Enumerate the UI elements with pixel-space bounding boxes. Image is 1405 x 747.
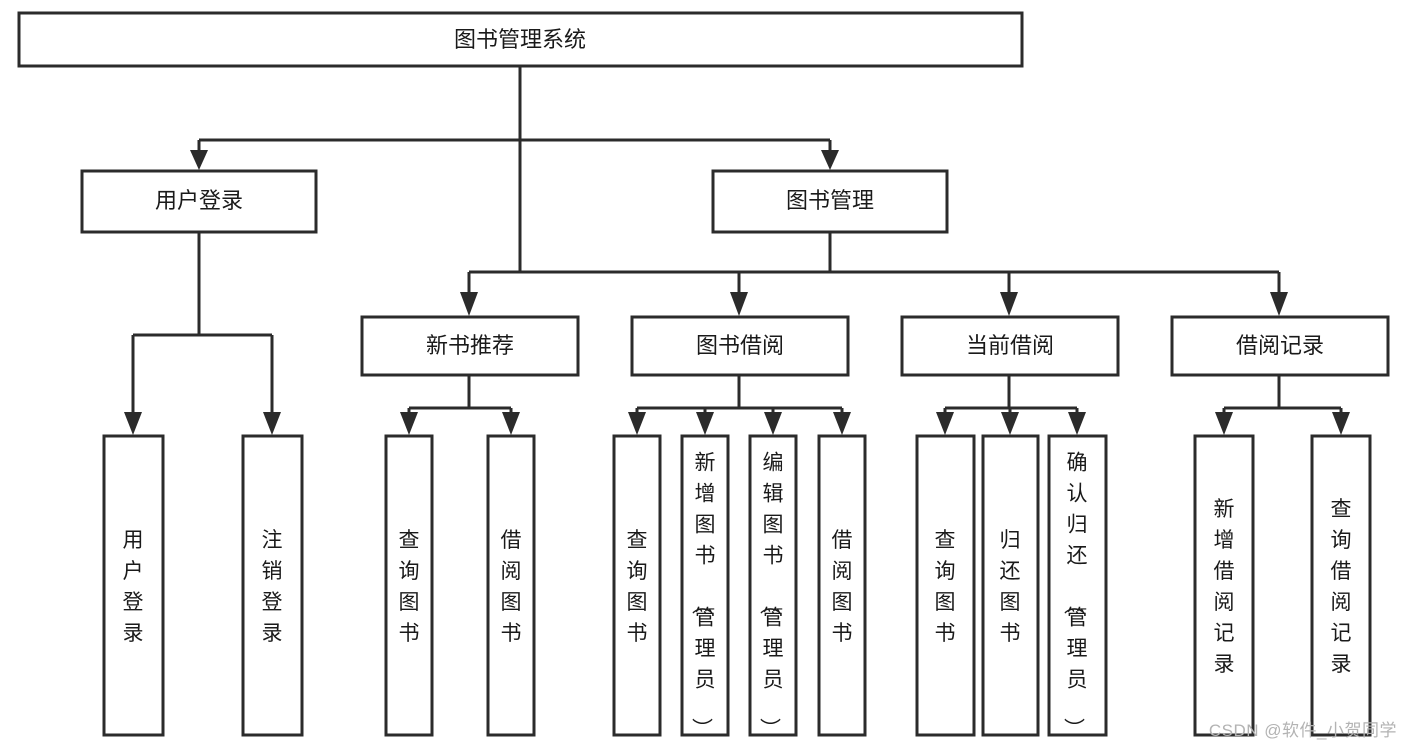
- arrowhead-record-leaf-1: [1215, 412, 1233, 435]
- arrowhead-newbook-leaf-2: [502, 412, 520, 435]
- leaf-borrow-book-label: 借阅图书: [832, 529, 853, 645]
- connector-group-book-management: [460, 232, 1288, 316]
- leaf-node-query-book-current[interactable]: 查询图书: [915, 434, 976, 737]
- leaf-confirm-return-box[interactable]: [1047, 434, 1108, 737]
- arrowhead-record-leaf-2: [1332, 412, 1350, 435]
- arrowhead-current-leaf-3: [1068, 412, 1086, 435]
- node-user-login-box[interactable]: [80, 169, 318, 234]
- node-book-borrow-box[interactable]: [630, 315, 850, 377]
- leaf-query-book-borrow-box[interactable]: [612, 434, 662, 737]
- node-borrow-record[interactable]: 借阅记录: [1170, 315, 1390, 377]
- connector-group-borrow-record: [1215, 375, 1350, 435]
- leaf-query-book-current-box[interactable]: [915, 434, 976, 737]
- leaf-borrow-book-recommend-box[interactable]: [486, 434, 536, 737]
- connector-group-current-borrow: [936, 375, 1086, 435]
- leaf-query-book-current-label: 查询图书: [935, 529, 956, 645]
- leaf-node-query-book-borrow[interactable]: 查询图书: [612, 434, 662, 737]
- node-borrow-record-box[interactable]: [1170, 315, 1390, 377]
- leaf-user-logout-label: 注销登录: [262, 529, 283, 645]
- leaf-node-borrow-book-recommend[interactable]: 借阅图书: [486, 434, 536, 737]
- leaf-query-borrow-record-box[interactable]: [1310, 434, 1372, 737]
- leaf-node-confirm-return[interactable]: 确认归还（管理员）: [1047, 434, 1108, 739]
- arrowhead-user-leaf-2: [263, 412, 281, 435]
- leaf-borrow-book-recommend-label: 借阅图书: [501, 529, 522, 645]
- arrowhead-root-to-user: [190, 150, 208, 170]
- leaf-add-book-box[interactable]: [680, 434, 730, 737]
- leaf-confirm-return-label: 确认归还（管理员）: [1062, 452, 1088, 739]
- node-new-book-recommend[interactable]: 新书推荐: [360, 315, 580, 377]
- node-new-book-recommend-box[interactable]: [360, 315, 580, 377]
- connector-group-new-book: [400, 375, 520, 435]
- connector-group-root: [190, 66, 839, 272]
- node-current-borrow-label: 当前借阅: [966, 333, 1054, 358]
- leaf-node-edit-book[interactable]: 编辑图书（管理员）: [748, 434, 798, 739]
- arrowhead-book-child-1: [460, 292, 478, 316]
- node-book-management[interactable]: 图书管理: [711, 169, 949, 234]
- arrowhead-book-child-2: [730, 292, 748, 316]
- node-book-management-label: 图书管理: [786, 188, 874, 213]
- leaf-return-book-label: 归还图书: [1000, 529, 1021, 645]
- node-root-label: 图书管理系统: [454, 27, 586, 52]
- arrowhead-borrow-leaf-2: [696, 412, 714, 435]
- leaf-user-login-label: 用户登录: [123, 529, 144, 645]
- leaf-edit-book-box[interactable]: [748, 434, 798, 737]
- leaf-query-borrow-record-label: 查询借阅记录: [1331, 498, 1352, 676]
- leaf-user-logout-box[interactable]: [241, 434, 304, 737]
- arrowhead-borrow-leaf-4: [833, 412, 851, 435]
- arrowhead-root-to-book: [821, 150, 839, 170]
- leaf-query-book-borrow-label: 查询图书: [627, 529, 648, 645]
- leaf-query-book-recommend-label: 查询图书: [399, 529, 420, 645]
- leaf-edit-book-label: 编辑图书（管理员）: [758, 452, 784, 739]
- node-user-login[interactable]: 用户登录: [80, 169, 318, 234]
- leaf-add-borrow-record-label: 新增借阅记录: [1214, 498, 1235, 676]
- leaf-node-user-logout[interactable]: 注销登录: [241, 434, 304, 737]
- arrowhead-user-leaf-1: [124, 412, 142, 435]
- node-current-borrow[interactable]: 当前借阅: [900, 315, 1120, 377]
- node-book-management-box[interactable]: [711, 169, 949, 234]
- arrowhead-book-child-4: [1270, 292, 1288, 316]
- node-borrow-record-label: 借阅记录: [1236, 333, 1324, 358]
- leaf-borrow-book-box[interactable]: [817, 434, 867, 737]
- leaf-add-book-label: 新增图书（管理员）: [690, 452, 716, 739]
- leaf-node-query-borrow-record[interactable]: 查询借阅记录: [1310, 434, 1372, 737]
- arrowhead-current-leaf-1: [936, 412, 954, 435]
- csdn-watermark: CSDN @软件_小贺同学: [1208, 721, 1397, 740]
- leaf-node-return-book[interactable]: 归还图书: [981, 434, 1040, 737]
- leaf-node-borrow-book[interactable]: 借阅图书: [817, 434, 867, 737]
- leaf-add-borrow-record-box[interactable]: [1193, 434, 1255, 737]
- leaf-node-query-book-recommend[interactable]: 查询图书: [384, 434, 434, 737]
- node-root[interactable]: 图书管理系统: [17, 11, 1024, 68]
- node-new-book-recommend-label: 新书推荐: [426, 333, 514, 358]
- arrowhead-current-leaf-2: [1001, 412, 1019, 435]
- node-book-borrow[interactable]: 图书借阅: [630, 315, 850, 377]
- leaf-user-login-box[interactable]: [102, 434, 165, 737]
- arrowhead-newbook-leaf-1: [400, 412, 418, 435]
- arrowhead-book-child-3: [1000, 292, 1018, 316]
- connector-group-book-borrow: [628, 375, 851, 435]
- leaf-node-add-book[interactable]: 新增图书（管理员）: [680, 434, 730, 739]
- node-root-box[interactable]: [17, 11, 1024, 68]
- leaf-return-book-box[interactable]: [981, 434, 1040, 737]
- node-book-borrow-label: 图书借阅: [696, 333, 784, 358]
- node-user-login-label: 用户登录: [155, 188, 243, 213]
- leaf-node-add-borrow-record[interactable]: 新增借阅记录: [1193, 434, 1255, 737]
- leaf-query-book-recommend-box[interactable]: [384, 434, 434, 737]
- connector-group-user-login: [124, 232, 281, 435]
- leaf-node-user-login[interactable]: 用户登录: [102, 434, 165, 737]
- arrowhead-borrow-leaf-1: [628, 412, 646, 435]
- arrowhead-borrow-leaf-3: [764, 412, 782, 435]
- node-current-borrow-box[interactable]: [900, 315, 1120, 377]
